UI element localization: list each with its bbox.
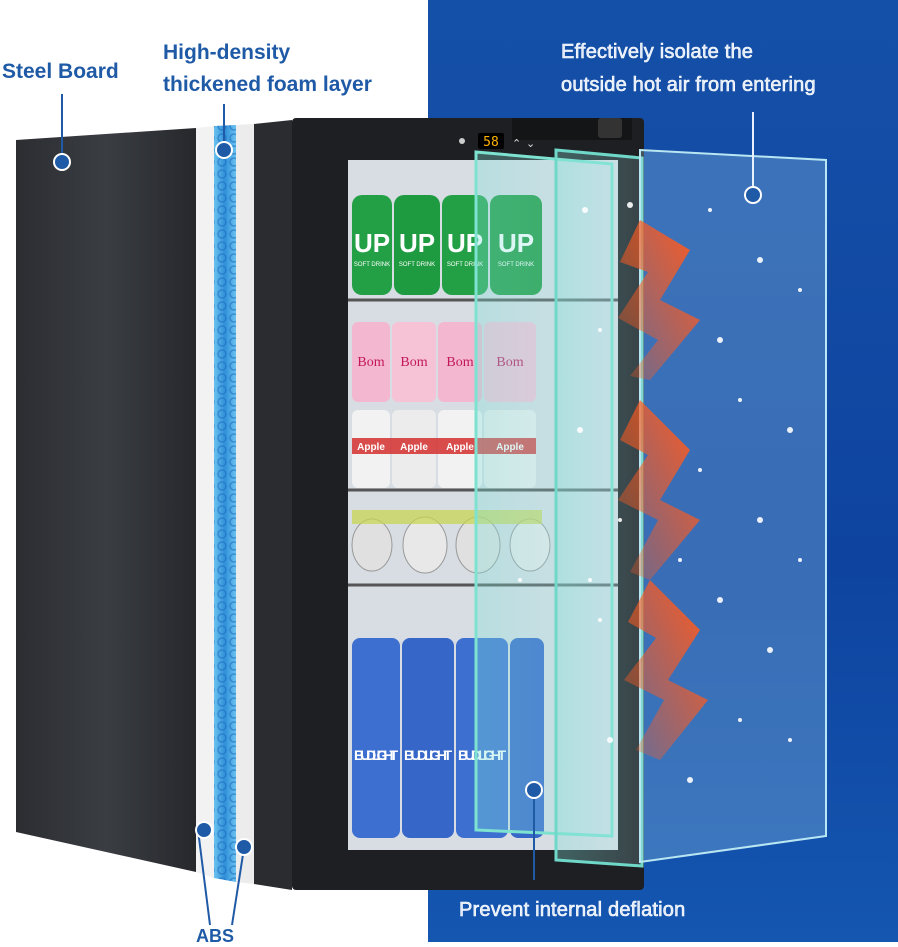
temp-down-icon: ⌄ xyxy=(526,137,535,150)
abs-label: ABS xyxy=(196,926,235,946)
apple-can-brand-3: Apple xyxy=(446,442,474,453)
isolate-label-line2: outside hot air from entering xyxy=(561,74,816,97)
hot-air-arrows xyxy=(618,220,708,760)
temperature-display: 58 xyxy=(483,135,499,150)
callout-lines xyxy=(61,94,535,926)
can-brand-2: UP xyxy=(399,228,435,258)
foam-texture xyxy=(214,125,236,882)
glass-pane-2 xyxy=(554,148,644,868)
can-brand-1: UP xyxy=(354,228,390,258)
isolate-label-line1: Effectively isolate the xyxy=(561,41,754,64)
blue-can-brand-2: BUD LIGHT xyxy=(404,747,452,763)
blue-can-brand-1: BUD LIGHT xyxy=(354,747,398,763)
fridge-side xyxy=(254,120,292,890)
abs-layer-outer xyxy=(236,124,254,884)
apple-can-brand-1: Apple xyxy=(357,442,385,453)
can-sub-3: SOFT DRINK xyxy=(447,262,483,268)
control-panel[interactable]: 58 ⌃ ⌄ xyxy=(459,133,535,150)
callout-dots xyxy=(53,141,762,856)
can-sub-2: SOFT DRINK xyxy=(399,262,435,268)
foam-label-line1: High-density xyxy=(163,41,291,64)
frost-particles xyxy=(518,202,802,783)
steel-board-label: Steel Board xyxy=(2,60,119,83)
foam-label-line2: thickened foam layer xyxy=(163,73,372,96)
power-icon xyxy=(459,138,465,144)
temp-up-icon: ⌃ xyxy=(512,137,521,150)
abs-layer-inner xyxy=(196,126,214,878)
deflation-label: Prevent internal deflation xyxy=(459,899,686,922)
apple-can-brand-2: Apple xyxy=(400,442,428,453)
pink-can-brand-2: Bom xyxy=(400,355,427,370)
steel-board-layer xyxy=(16,128,196,872)
pink-can-brand-3: Bom xyxy=(446,355,473,370)
control-knob[interactable] xyxy=(598,118,622,138)
can-sub-1: SOFT DRINK xyxy=(354,262,390,268)
pink-can-brand-1: Bom xyxy=(357,355,384,370)
